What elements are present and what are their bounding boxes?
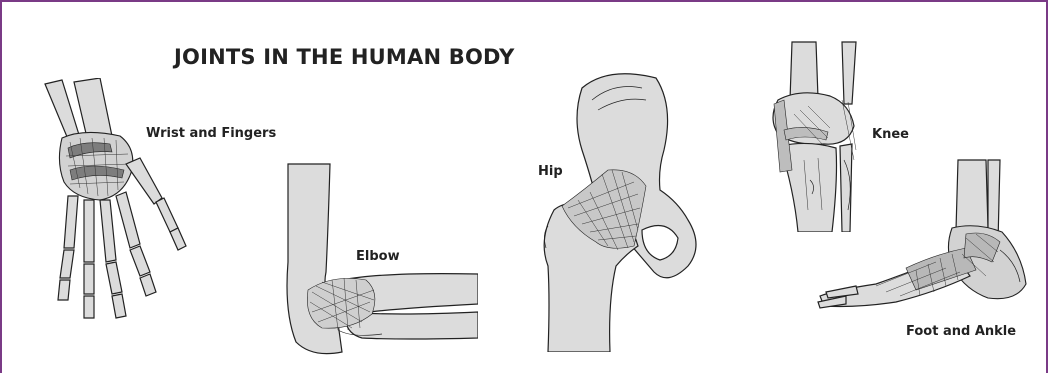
hip-illustration: [538, 70, 728, 352]
label-elbow: Elbow: [356, 249, 400, 264]
label-wrist-and-fingers: Wrist and Fingers: [146, 126, 276, 141]
label-hip: Hip: [538, 164, 563, 179]
label-knee: Knee: [872, 127, 909, 142]
label-foot-and-ankle: Foot and Ankle: [906, 324, 1016, 339]
diagram-title: JOINTS IN THE HUMAN BODY: [174, 45, 515, 69]
foot-ankle-illustration: [816, 158, 1042, 318]
wrist-hand-illustration: [40, 78, 200, 340]
